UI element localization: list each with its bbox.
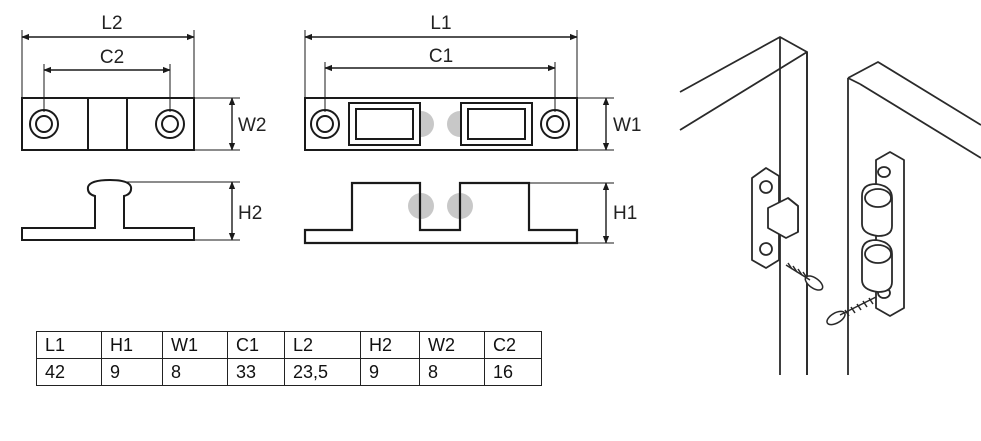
striker-plate-side-view — [21, 178, 195, 241]
label-L2: L2 — [101, 13, 122, 34]
latch-body-side-view — [303, 181, 579, 245]
value-L1: 42 — [36, 358, 102, 386]
label-H1: H1 — [613, 203, 637, 224]
cabinet-door-left — [679, 36, 808, 375]
dimensions-table: L1 H1 W1 C1 L2 H2 W2 C2 42 9 8 33 23,5 9… — [36, 331, 542, 386]
mounting-hole-left — [29, 109, 59, 139]
header-C1: C1 — [227, 331, 285, 359]
screw-door — [785, 262, 824, 291]
value-W2: 8 — [419, 358, 485, 386]
header-L1: L1 — [36, 331, 102, 359]
header-H1: H1 — [101, 331, 163, 359]
latch-hole-left — [310, 109, 340, 139]
latch-mounted — [861, 151, 905, 317]
value-H2: 9 — [360, 358, 420, 386]
screw-cabinet — [826, 296, 877, 326]
value-H1: 9 — [101, 358, 163, 386]
label-W2: W2 — [238, 115, 267, 136]
header-W1: W1 — [162, 331, 228, 359]
table-value-row: 42 9 8 33 23,5 9 8 16 — [36, 358, 542, 386]
value-C2: 16 — [484, 358, 542, 386]
mounting-hole-right — [155, 109, 185, 139]
header-H2: H2 — [360, 331, 420, 359]
cabinet-installation-illustration — [679, 36, 981, 375]
label-C2: C2 — [100, 47, 124, 68]
header-C2: C2 — [484, 331, 542, 359]
header-W2: W2 — [419, 331, 485, 359]
table-header-row: L1 H1 W1 C1 L2 H2 W2 C2 — [36, 331, 542, 359]
latch-body-top-view — [304, 97, 578, 151]
label-H2: H2 — [238, 203, 262, 224]
cabinet-side-right — [847, 61, 981, 375]
label-C1: C1 — [429, 46, 453, 67]
header-L2: L2 — [284, 331, 361, 359]
striker-plate-top-view — [21, 97, 195, 151]
label-W1: W1 — [613, 115, 642, 136]
value-C1: 33 — [227, 358, 285, 386]
striker-mounted — [751, 167, 799, 269]
value-L2: 23,5 — [284, 358, 361, 386]
value-W1: 8 — [162, 358, 228, 386]
label-L1: L1 — [430, 13, 451, 34]
latch-hole-right — [540, 109, 570, 139]
